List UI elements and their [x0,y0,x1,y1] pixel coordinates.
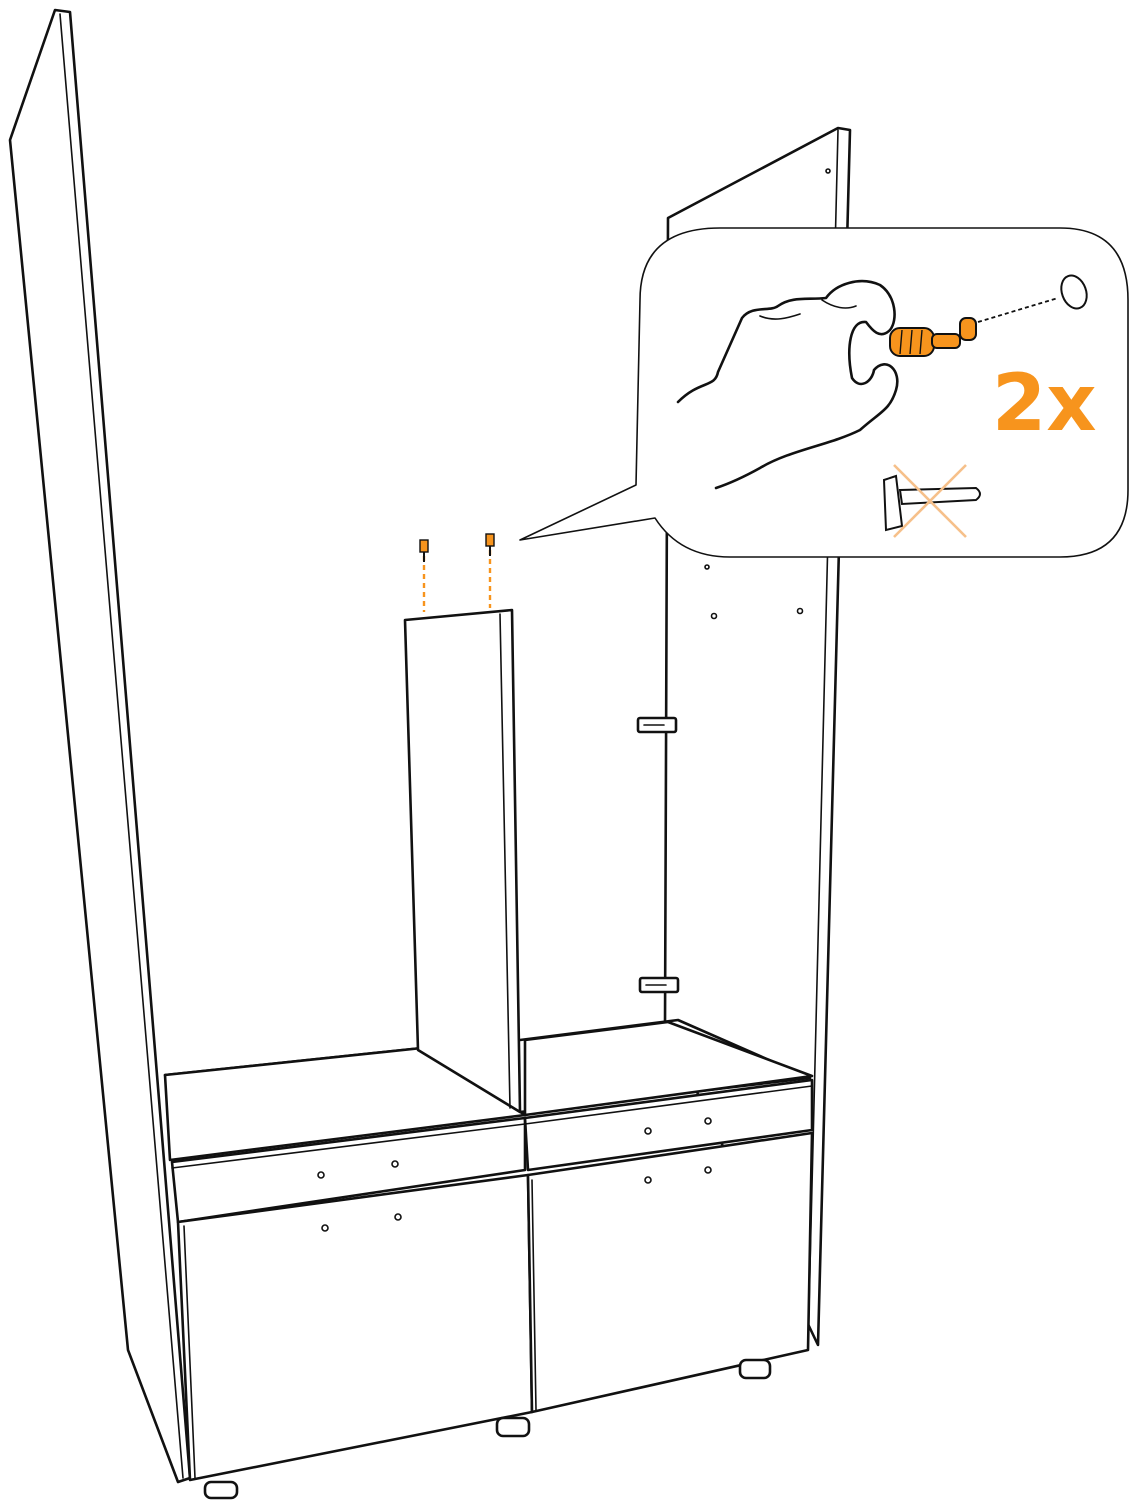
bracket [636,716,678,734]
bracket [638,976,680,994]
dowel-icon [889,274,1088,357]
hand-icon [676,279,899,490]
dowel-icon [485,533,495,608]
foot [203,1480,239,1500]
quantity-label: 2x [992,359,1097,449]
detail-callout [519,227,1129,558]
foot [738,1358,772,1380]
dowel-icon [419,539,429,612]
prohibited-cross-icon [893,464,967,538]
left-side-panel [8,8,192,1484]
foot [495,1416,531,1438]
middle-divider-panel [403,608,522,1114]
